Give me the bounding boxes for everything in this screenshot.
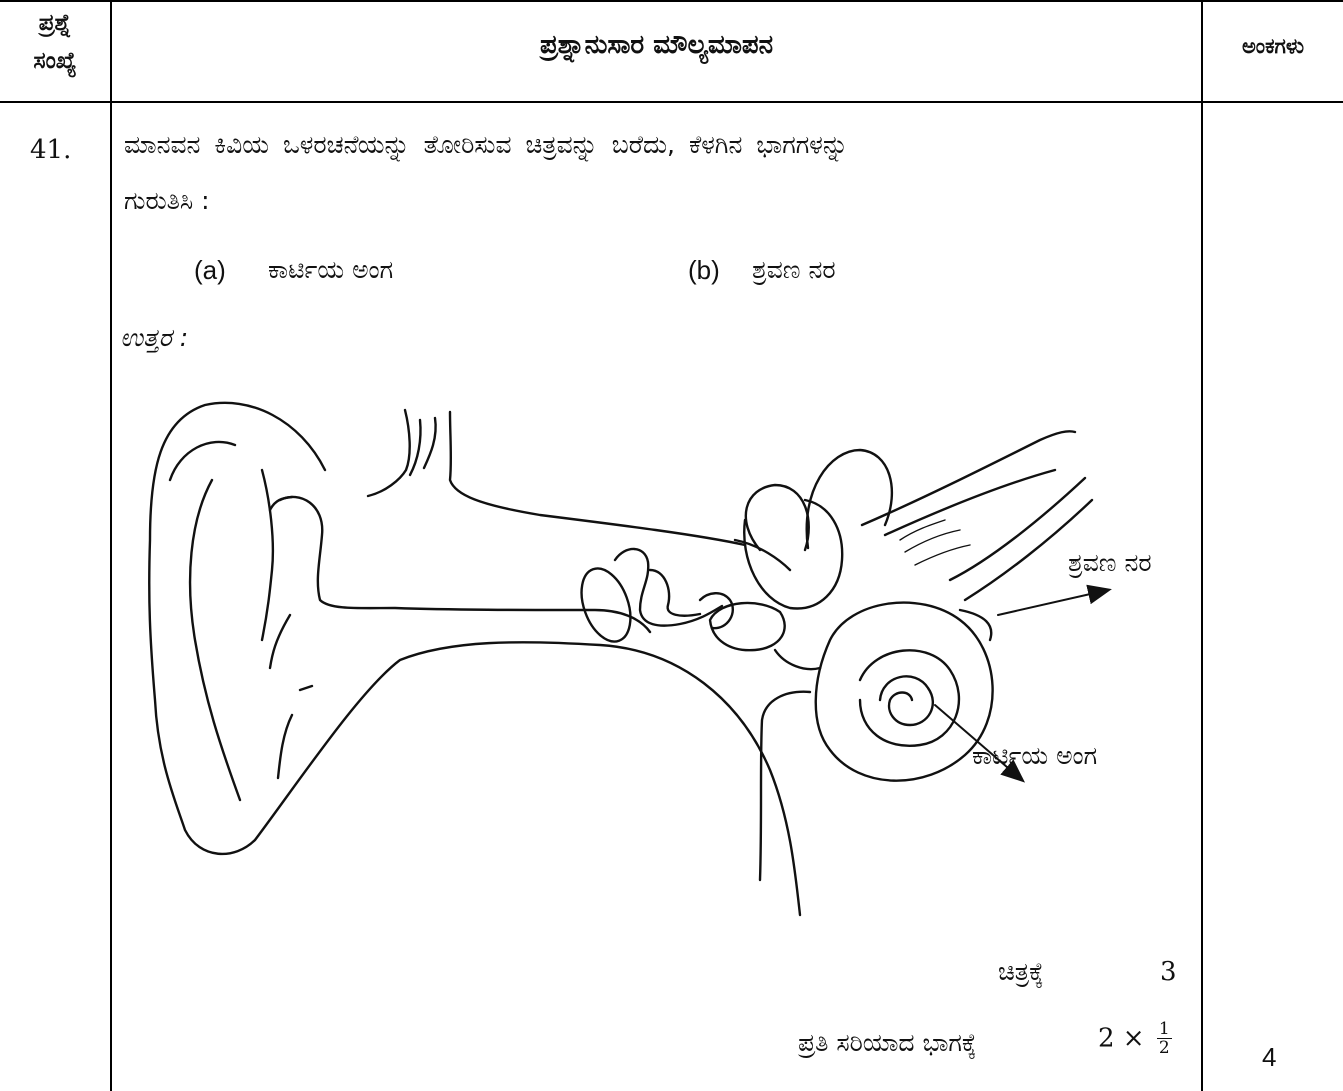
nerve-shading-1 [900,520,945,540]
score-parts-multiplier: 2 × [1098,1024,1145,1054]
nerve-shading-2 [905,530,960,552]
eardrum [572,562,639,648]
lower-wall [760,692,810,880]
lobe-curve [278,715,292,778]
tragus-fold [300,686,312,690]
label-organ-of-corti: ಕಾರ್ಟಿಯ ಅಂಗ [972,741,1097,771]
score-parts-formula: 2 × 1 2 [1098,1020,1172,1057]
semicircular-canal-left [746,485,809,550]
score-fraction-denominator: 2 [1157,1039,1172,1057]
score-fraction-numerator: 1 [1157,1020,1172,1039]
pinna-inner-contour [170,442,235,480]
score-diagram-label: ಚಿತ್ರಕ್ಕೆ [998,957,1044,987]
score-parts-label: ಪ್ರತಿ ಸರಿಯಾದ ಭಾಗಕ್ಕೆ [798,1028,977,1058]
semicircular-canal-top [807,450,892,548]
skull-line-1 [368,410,410,496]
concha-curve [270,615,290,668]
score-total: 4 [1262,1042,1276,1073]
nerve-upper-1 [862,431,1075,525]
nerve-pointer-arrow [998,590,1108,615]
semicircular-canal-body [744,500,842,608]
cochlea-inner [880,676,933,725]
nerve-shading-3 [915,545,970,565]
score-diagram-marks: 3 [1160,957,1177,987]
canal-upper [270,497,292,510]
label-auditory-nerve: ಶ್ರವಣ ನರ [1068,548,1152,578]
skull-line-4 [450,412,745,545]
helix-rim [190,480,240,800]
cochlea-stem [775,650,820,669]
incus [650,570,700,616]
tragus [280,497,650,632]
skull-line-3 [424,418,436,468]
antihelix [262,470,273,640]
skull-line-2 [410,420,421,475]
pinna-outer [149,403,800,915]
score-fraction: 1 2 [1157,1020,1172,1057]
cochlea-middle [860,650,959,745]
